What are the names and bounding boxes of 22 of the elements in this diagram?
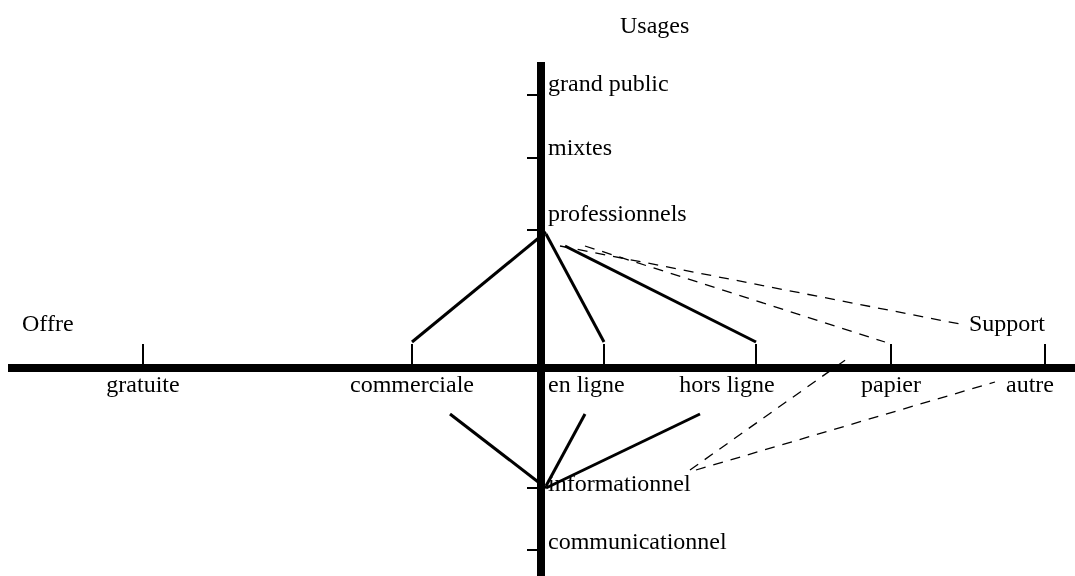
connector-line (449, 412, 547, 490)
axis-value-label: commerciale (350, 371, 474, 399)
axis-value-label: professionnels (548, 200, 687, 228)
axis-title: Usages (620, 12, 690, 40)
axis-value-label: hors ligne (679, 371, 775, 399)
axis-title: Offre (22, 310, 74, 338)
axis-value-label: Support (969, 310, 1045, 338)
connector-line (564, 244, 757, 344)
connector-line (411, 230, 547, 344)
axis-value-label: mixtes (548, 134, 612, 162)
axis-value-label: gratuite (106, 371, 180, 399)
dashed-line (584, 245, 886, 343)
axis-value-label: grand public (548, 70, 669, 98)
axis-value-label: communicationnel (548, 528, 727, 556)
axis-value-label: en ligne (548, 371, 625, 399)
dashed-line (695, 381, 996, 471)
connector-line (544, 233, 606, 343)
axis-value-label: informationnel (548, 470, 691, 498)
axis-value-label: papier (861, 371, 921, 399)
connector-line (545, 412, 701, 490)
axis-value-label: autre (1006, 371, 1054, 399)
connector-line (544, 413, 587, 487)
